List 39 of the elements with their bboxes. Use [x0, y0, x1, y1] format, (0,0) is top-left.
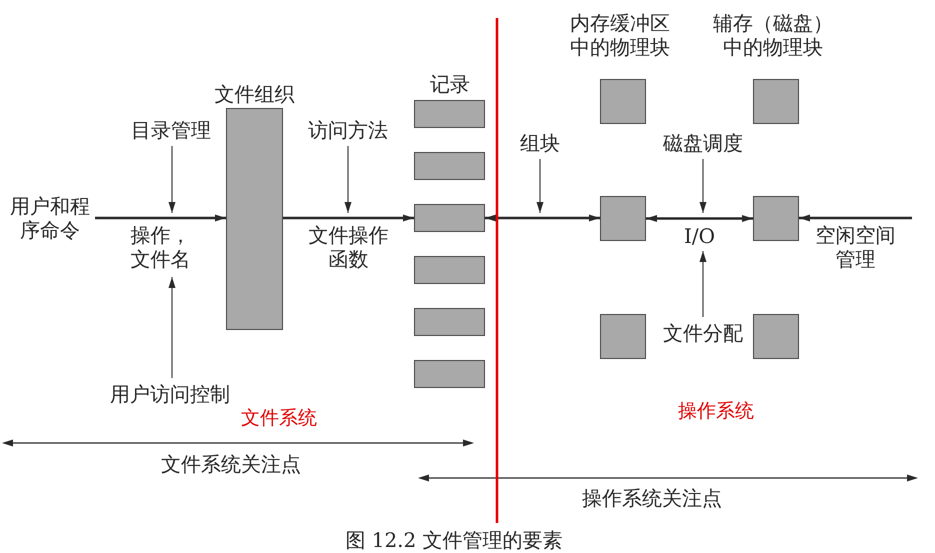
- block-square: [753, 79, 799, 124]
- span-label: 文件系统关注点: [161, 452, 301, 476]
- arrow: [344, 146, 352, 214]
- arrow: [168, 146, 176, 214]
- arrow: [799, 214, 912, 222]
- region-label: 文件系统: [241, 406, 317, 430]
- text-label: 磁盘调度: [663, 131, 743, 155]
- text-label: 访问方法: [308, 118, 388, 142]
- figure-caption: 图 12.2 文件管理的要素: [345, 528, 563, 552]
- double-arrow: [646, 215, 753, 222]
- block-square: [753, 314, 799, 359]
- text-label: 用户访问控制: [110, 382, 230, 406]
- block-square: [600, 79, 646, 124]
- block-square: [600, 196, 646, 241]
- arrow: [283, 214, 414, 222]
- record-block: [414, 152, 485, 180]
- region-label: 操作系统: [678, 399, 754, 423]
- text-label: 文件分配: [663, 321, 743, 345]
- record-block: [414, 256, 485, 284]
- column-heading: 记录: [430, 72, 470, 96]
- bar-heading: 文件组织: [214, 82, 294, 106]
- arrow: [536, 158, 544, 214]
- block-square: [600, 314, 646, 359]
- arrow: [700, 250, 706, 318]
- span-label: 操作系统关注点: [582, 486, 722, 510]
- column-heading: 内存缓冲区中的物理块: [569, 11, 671, 59]
- arrow: [700, 158, 706, 214]
- text-label: 用户和程序命令: [9, 194, 91, 242]
- column-heading: 辅存（磁盘）中的物理块: [712, 11, 834, 59]
- record-block: [414, 360, 485, 388]
- record-block: [414, 308, 485, 336]
- double-arrow: [485, 214, 600, 222]
- record-block: [414, 100, 485, 128]
- record-block: [414, 204, 485, 232]
- text-label: 组块: [520, 131, 560, 155]
- arrow: [168, 276, 176, 378]
- text-label: 目录管理: [131, 118, 211, 142]
- block-square: [753, 196, 799, 241]
- arrow: [95, 214, 226, 222]
